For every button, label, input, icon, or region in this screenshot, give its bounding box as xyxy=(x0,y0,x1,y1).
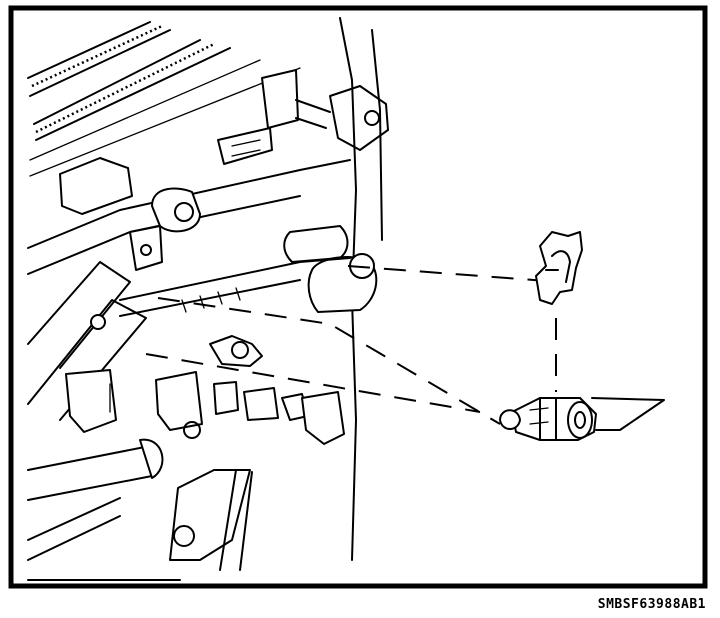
alignment-lines xyxy=(145,265,665,431)
vehicle-structure xyxy=(27,17,389,581)
figure-frame xyxy=(8,5,708,589)
figure-code: SMBSF63988AB1 xyxy=(597,597,706,612)
retaining-clip xyxy=(535,231,583,305)
bushing-part xyxy=(499,397,597,441)
